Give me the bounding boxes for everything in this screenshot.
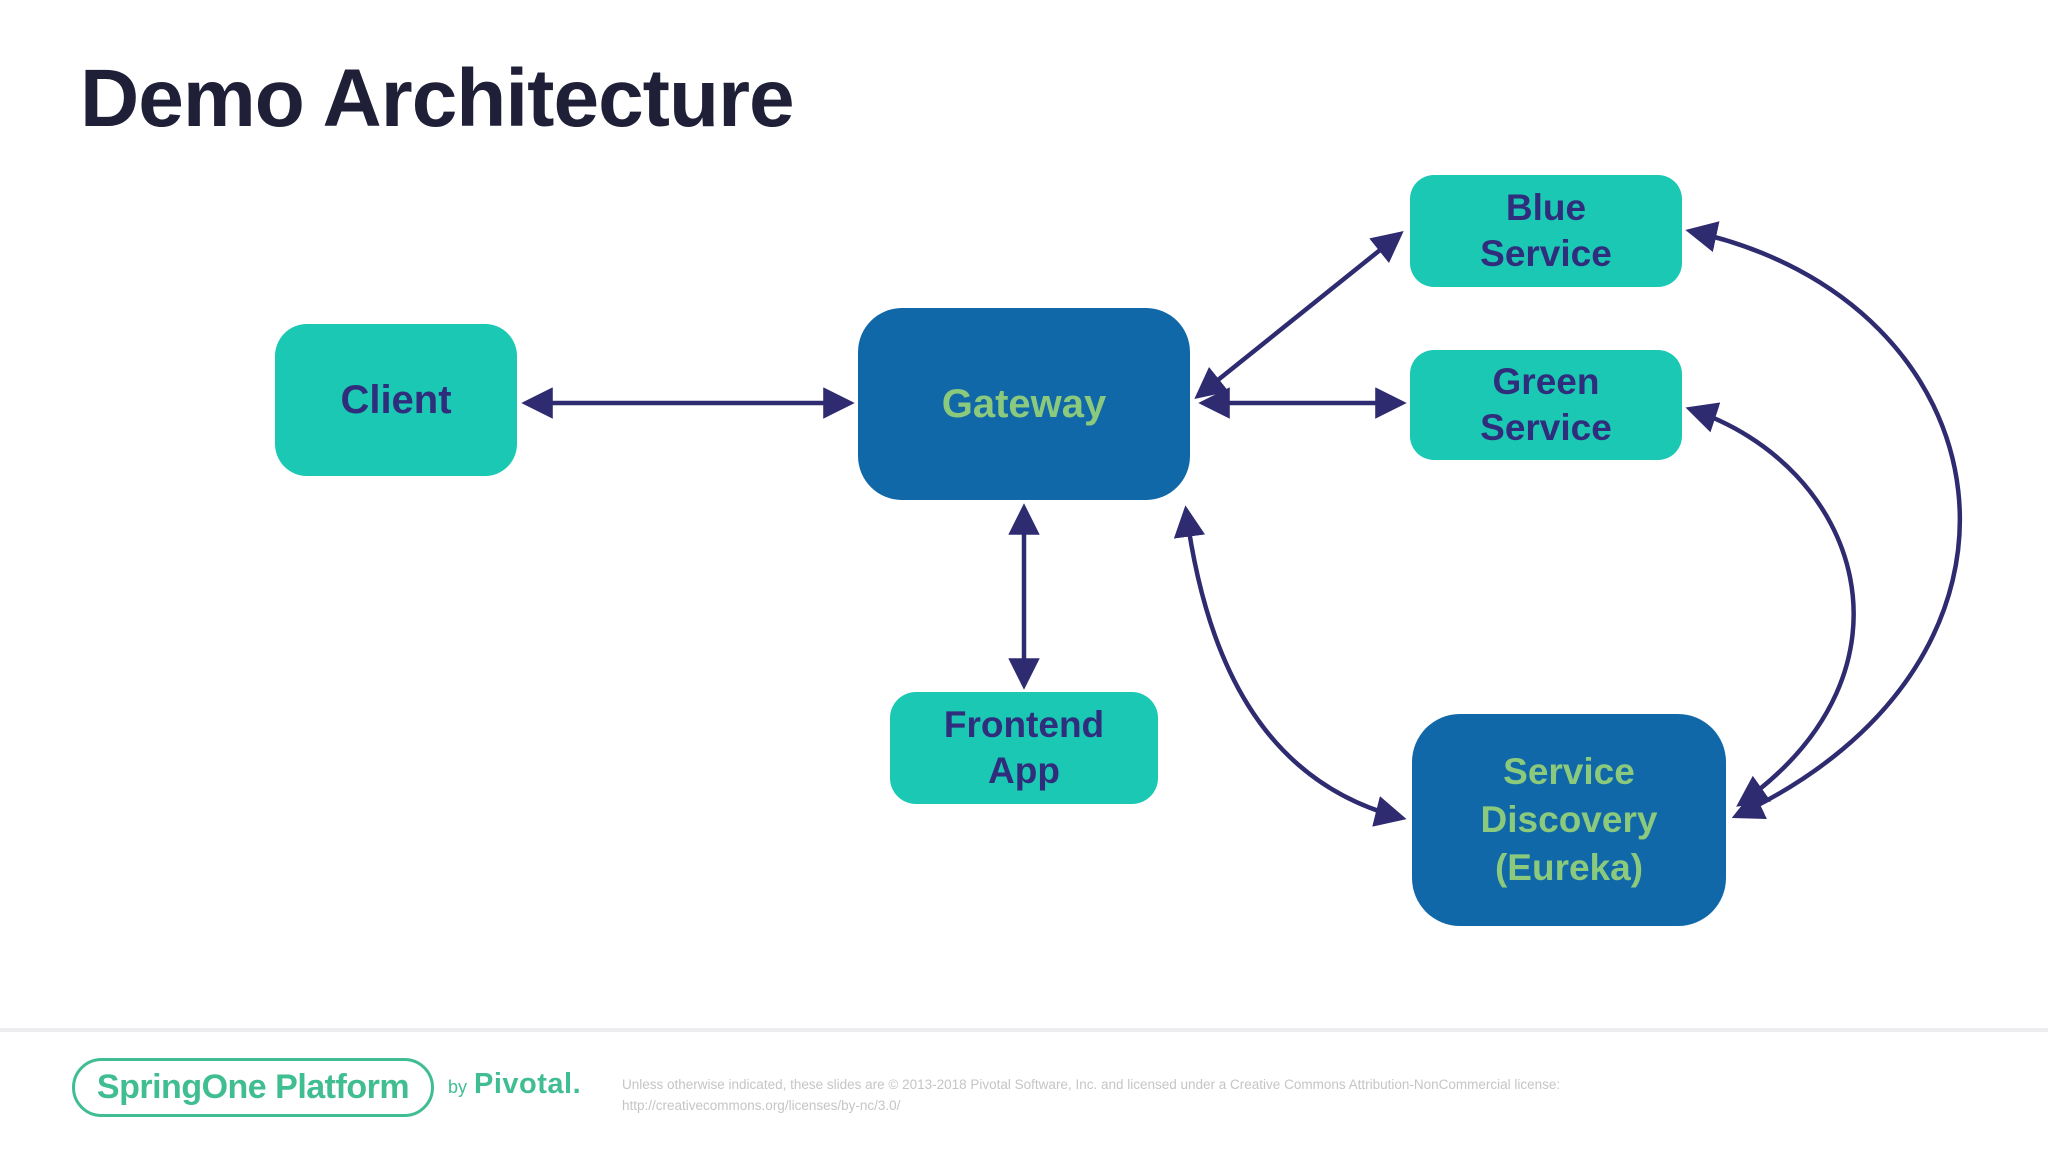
byline-by-text: by <box>448 1077 468 1097</box>
license-line-1: Unless otherwise indicated, these slides… <box>622 1077 1561 1092</box>
node-blue-service: Blue Service <box>1410 175 1682 287</box>
edge-gateway-blue-service <box>1194 231 1404 399</box>
node-label-line: Client <box>340 377 452 422</box>
license-text: Unless otherwise indicated, these slides… <box>622 1074 1602 1116</box>
node-label-line: Gateway <box>941 381 1107 426</box>
edge-gateway-service-discovery <box>1173 505 1407 827</box>
footer-divider <box>0 1028 2048 1032</box>
node-label-line: Blue <box>1505 187 1587 228</box>
node-label-line: Service <box>1503 751 1635 792</box>
springone-platform-logo-text: SpringOne Platform <box>96 1068 410 1106</box>
node-label-line: Frontend <box>943 704 1105 745</box>
edge-blue-service-discovery <box>1685 221 1963 819</box>
node-green-service: Green Service <box>1410 350 1682 460</box>
node-label-line: App <box>988 750 1060 791</box>
springone-platform-logo: SpringOne Platform <box>72 1058 434 1117</box>
node-label-line: Service <box>1480 233 1612 274</box>
node-client: Client <box>275 324 517 476</box>
node-label-line: Service <box>1480 407 1612 448</box>
node-gateway: Gateway <box>858 308 1190 500</box>
node-frontend-app: Frontend App <box>890 692 1158 804</box>
license-line-2: http://creativecommons.org/licenses/by-n… <box>622 1098 901 1113</box>
node-label-line: (Eureka) <box>1494 847 1644 888</box>
pivotal-logo-text: Pivotal. <box>474 1068 582 1100</box>
node-service-discovery: Service Discovery (Eureka) <box>1412 714 1726 926</box>
slide-title: Demo Architecture <box>80 53 795 144</box>
pivotal-byline: by Pivotal. <box>448 1068 581 1108</box>
node-label-line: Green <box>1492 361 1600 402</box>
node-label-line: Discovery <box>1480 799 1658 840</box>
